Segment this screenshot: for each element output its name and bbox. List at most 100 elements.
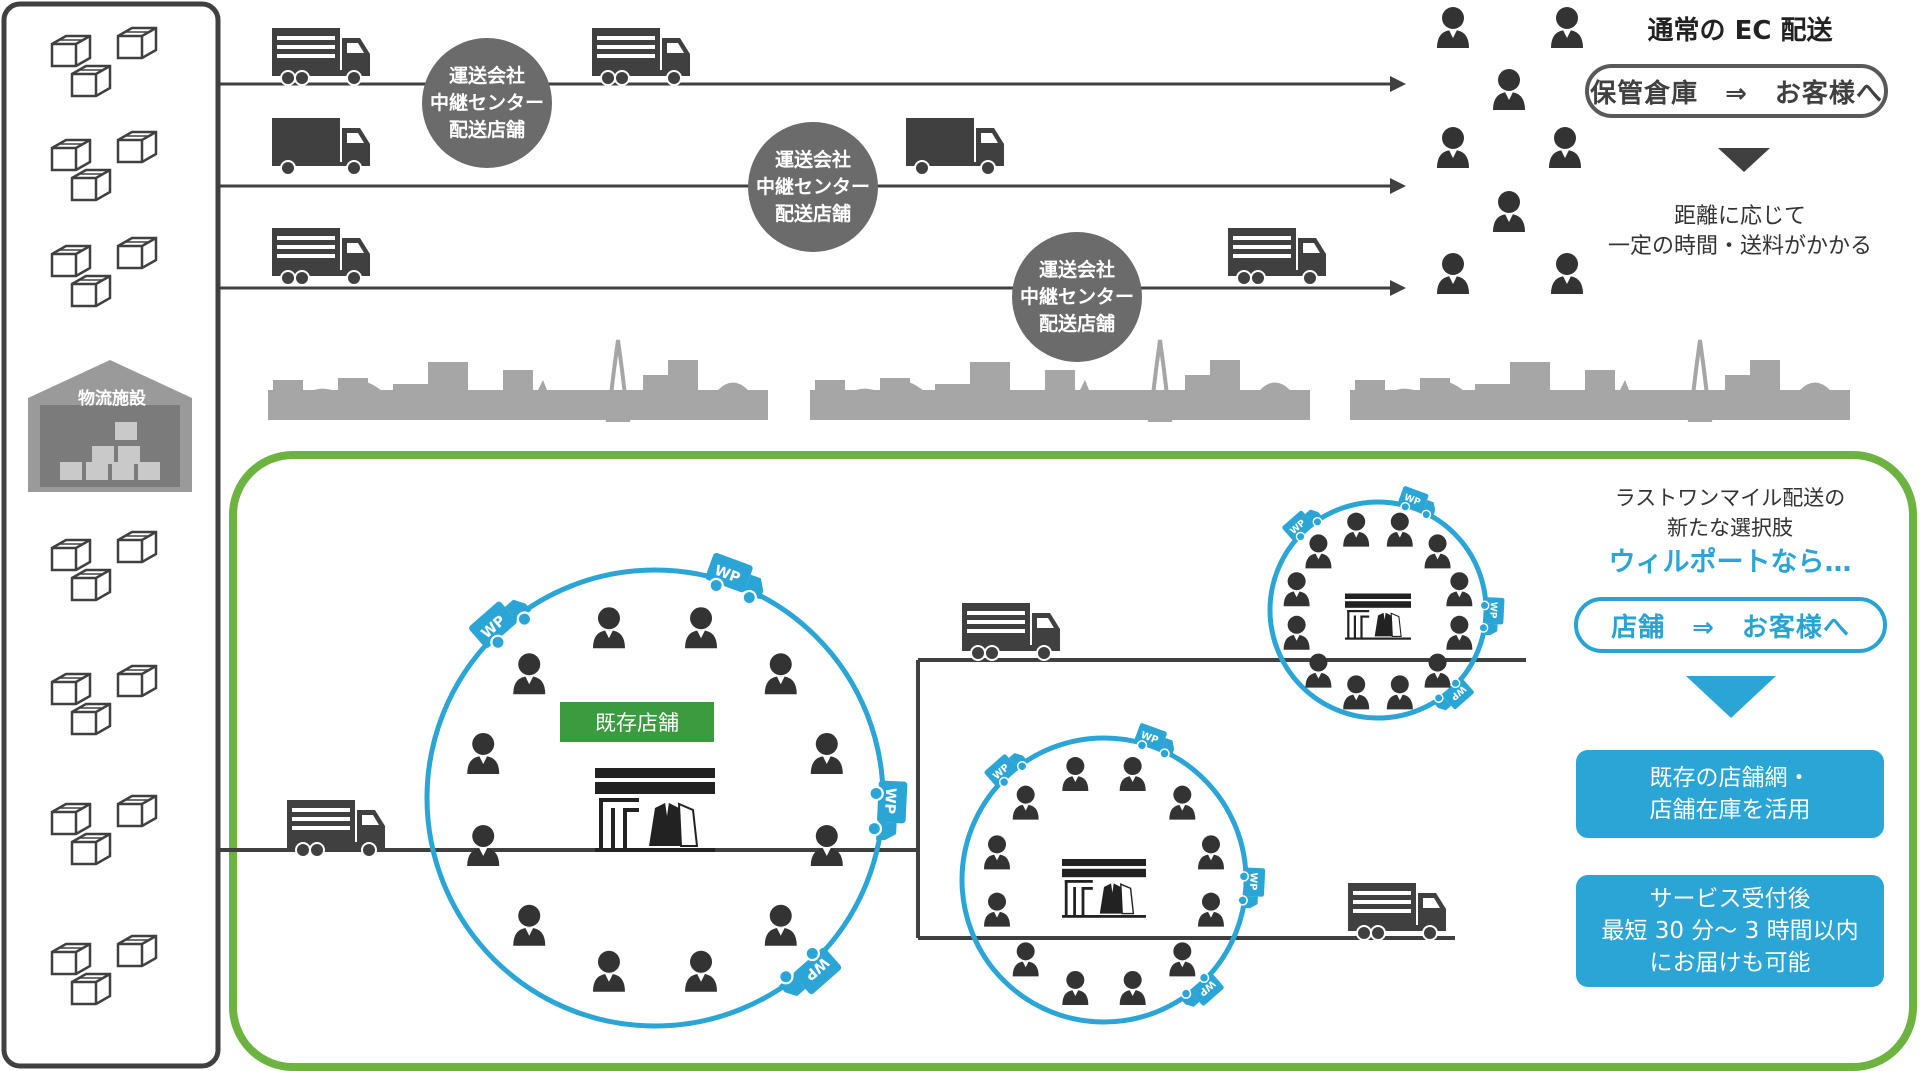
cardboard-box-icon [52,238,156,306]
route-arrowhead [1390,280,1406,296]
person-icon [1424,534,1451,569]
delivery-van-icon: WP [1131,721,1180,762]
city-skyline-icon [1348,338,1852,422]
delivery-van-icon: WP [700,550,772,609]
person-icon [467,825,500,867]
benefit-box-store-network: 既存の店舗網・ 店舗在庫を活用 [1576,750,1884,838]
person-icon [1343,675,1370,710]
hub-1: 運送会社 中継センター 配送店舗 [422,38,552,168]
willport-flow-label: 店舗 ⇒ お客様へ [1574,597,1887,653]
delivery-van-icon: WP [1429,673,1476,719]
person-icon [1119,970,1146,1005]
person-icon [1283,572,1310,607]
benefit-box-line: にお届けも可能 [1649,950,1811,976]
van-badge-text: WP [1247,872,1259,890]
hub-line3: 配送店舗 [774,202,851,225]
benefit-box-line: 既存の店舗網・ [1649,765,1811,791]
person-icon [1446,615,1473,650]
delivery-van-icon: WP [1395,484,1441,522]
hub-line1: 運送会社 [1038,258,1115,281]
person-icon [1119,757,1146,792]
delivery-van-icon: WP [1237,866,1267,910]
lastmile-heading-line2: 新たな選択肢 [1667,516,1793,540]
cardboard-box-icon [52,532,156,600]
person-icon [984,892,1011,927]
benefit-box-line: 最短 30 分〜 3 時間以内 [1601,918,1859,944]
person-icon [810,732,843,774]
warehouse-crate [60,462,82,480]
truck-icon [1347,882,1447,941]
hub-line3: 配送店舗 [448,118,525,141]
normal-ec-flow-label: 保管倉庫 ⇒ お客様へ [1585,64,1888,118]
person-icon [685,607,718,649]
benefit-box-line: 店舗在庫を活用 [1649,797,1811,823]
person-icon [1169,785,1196,820]
person-icon [984,835,1011,870]
person-icon [467,732,500,774]
delivery-van-icon: WP [982,744,1032,793]
hub-line1: 運送会社 [774,148,851,171]
person-icon [1551,7,1583,48]
hub-3: 運送会社 中継センター 配送店舗 [1012,232,1142,362]
truck-icon [271,117,371,176]
normal-ec-note-line1: 距離に応じて [1673,204,1806,229]
warehouse-crate [118,446,140,464]
normal-ec-title: 通常の EC 配送 [1647,16,1833,46]
down-arrow-icon [1686,676,1776,718]
warehouse-crate [115,422,137,440]
person-icon [1062,970,1089,1005]
hub-line3: 配送店舗 [1038,312,1115,335]
hub-line2: 中継センター [755,175,870,198]
person-icon [1169,942,1196,977]
delivery-van-icon: WP [466,587,539,658]
person-icon [1386,675,1413,710]
person-icon [1446,572,1473,607]
person-icon [1437,7,1469,48]
hub-line1: 運送会社 [448,64,525,87]
person-icon [592,950,625,992]
person-icon [1012,942,1039,977]
cardboard-box-icon [52,666,156,734]
cardboard-box-icon [52,132,156,200]
delivery-van-icon: WP [866,778,909,843]
benefit-box-fast-delivery: サービス受付後 最短 30 分〜 3 時間以内 にお届けも可能 [1576,875,1884,987]
person-icon [1493,69,1525,110]
person-icon [1197,892,1224,927]
person-icon [1493,191,1525,232]
hub-line2: 中継センター [429,91,544,114]
warehouse-crate [92,446,114,464]
hub-line2: 中継センター [1019,285,1134,308]
person-icon [513,904,546,946]
normal-ec-note-line2: 一定の時間・送料がかかる [1607,234,1872,259]
lastmile-heading-line1: ラストワンマイル配送の [1614,486,1846,510]
person-icon [810,825,843,867]
hub-2: 運送会社 中継センター 配送店舗 [748,122,878,252]
person-icon [1305,534,1332,569]
benefit-box-line: サービス受付後 [1649,886,1811,912]
truck-icon [905,117,1005,176]
route-arrowhead [1390,76,1406,92]
existing-store-label: 既存店舗 [560,702,714,742]
person-icon [1549,127,1581,168]
person-icon [1551,253,1583,294]
person-icon [513,653,546,695]
delivery-van-icon: WP [1176,967,1226,1016]
storage-frame [1,1,221,1069]
warehouse-icon [28,360,192,492]
warehouse-label: 物流施設 [78,389,146,409]
truck-icon [591,27,691,86]
person-icon [764,904,797,946]
person-icon [685,950,718,992]
person-icon [1197,835,1224,870]
person-icon [1386,512,1413,547]
cardboard-box-icon [52,28,156,96]
warehouse-crate [86,462,108,480]
warehouse-crate [112,462,134,480]
truck-icon [271,227,371,286]
truck-icon [1227,227,1327,286]
person-icon [1062,757,1089,792]
truck-icon [961,602,1061,661]
route-arrowhead [1390,178,1406,194]
